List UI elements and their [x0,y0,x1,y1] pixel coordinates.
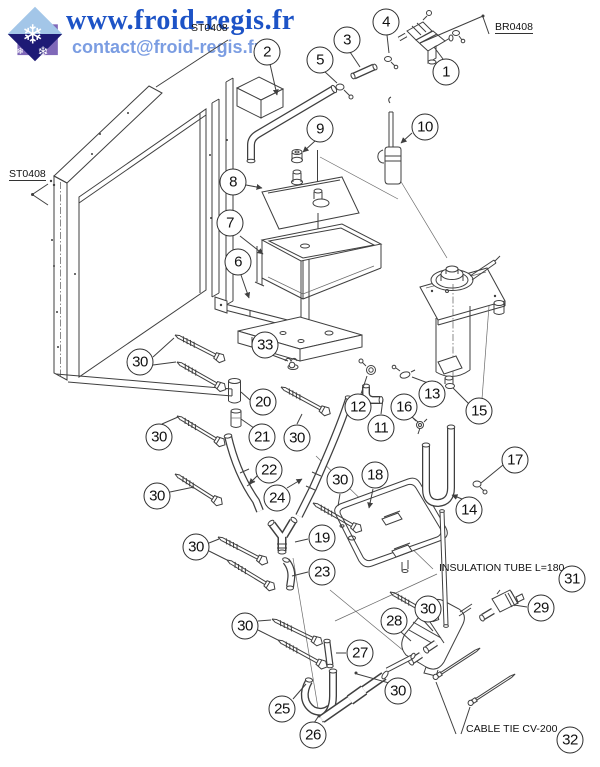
callout-15-14: 15 [465,397,493,425]
callout-9-8: 9 [306,115,334,143]
float-sensor [377,96,402,185]
clamps-and-fittings [358,358,488,495]
drip-tray [334,477,448,573]
callout-30-35: 30 [231,612,259,640]
callout-12-11: 12 [344,393,372,421]
leader-lines [152,34,528,724]
part-label-br0408-2: BR0408 [495,21,533,34]
callout-27-26: 27 [346,639,374,667]
callout-23-22: 23 [308,558,336,586]
callout-30-36: 30 [414,595,442,623]
callout-30-32: 30 [143,482,171,510]
callout-30-30: 30 [145,423,173,451]
logo-top-diamond [7,6,63,34]
callout-17-16: 17 [501,446,529,474]
grommets [291,149,303,186]
callout-16-15: 16 [390,393,418,421]
contact-email-link[interactable]: contact@froid-regis.fr [72,37,261,57]
callout-22-21: 22 [255,456,283,484]
callout-32-39: 32 [556,726,584,754]
callout-4-3: 4 [372,8,400,36]
callout-5-4: 5 [306,46,334,74]
logo-bottom-diamond [7,34,63,62]
callout-30-33: 30 [326,466,354,494]
snowflake-icon: ❄ [17,47,24,57]
callout-7-6: 7 [216,209,244,237]
snowflake-icon: ❄ [22,21,44,51]
callout-18-17: 18 [361,461,389,489]
spacer-sleeves [228,378,242,428]
tubes [223,383,456,723]
callout-30-29: 30 [126,348,154,376]
label-leader-lines [31,14,490,735]
inlet-pipe [246,84,338,164]
pump-assembly [401,598,473,677]
website-link[interactable]: www.froid-regis.fr [66,5,295,36]
snowflake-icon: ❄ [38,45,49,60]
callout-30-37: 30 [384,677,412,705]
water-tank [254,223,383,332]
callout-20-19: 20 [249,388,277,416]
callout-8-7: 8 [219,168,247,196]
reservoir-assembly [419,255,506,389]
callout-33-40: 33 [251,331,279,359]
callout-26-25: 26 [299,721,327,749]
callout-21-20: 21 [248,423,276,451]
callout-28-27: 28 [380,607,408,635]
callout-30-31: 30 [283,424,311,452]
callout-6-5: 6 [224,248,252,276]
callout-11-10: 11 [367,414,395,442]
callout-29-28: 29 [527,594,555,622]
control-box [235,76,285,119]
callout-31-38: 31 [558,565,586,593]
callout-2-1: 2 [253,38,281,66]
callout-19-18: 19 [308,524,336,552]
part-label-st0408-0: ST0408 [191,22,228,34]
callout-30-34: 30 [182,533,210,561]
callout-14-13: 14 [455,496,483,524]
part-label-cable-tie-cv-200-4: CABLE TIE CV-200 [466,723,558,735]
callout-10-9: 10 [411,113,439,141]
pump-motor [479,589,525,622]
callout-3-2: 3 [333,26,361,54]
water-valve [397,10,454,65]
part-label-insulation-tube-l-180-3: INSULATION TUBE L=180 [439,562,565,574]
callout-24-23: 24 [263,484,291,512]
callout-1-0: 1 [432,58,460,86]
callout-25-24: 25 [268,695,296,723]
tank-cover-plate [261,150,360,238]
part-label-st0408-1: ST0408 [9,168,46,181]
froid-regis-logo: ❄ ❄ ❄ [7,6,63,62]
callout-13-12: 13 [418,380,446,408]
hose-clips [335,30,466,100]
